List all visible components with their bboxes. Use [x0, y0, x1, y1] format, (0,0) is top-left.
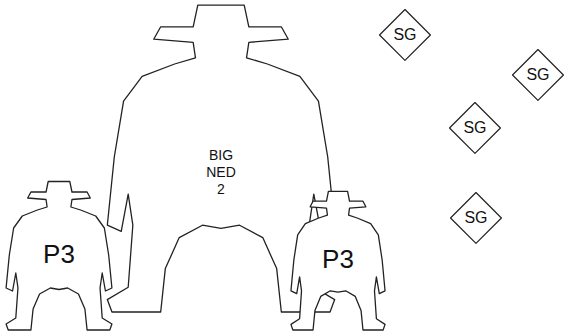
diamond-label: SG: [463, 118, 486, 137]
figure-label: P3: [43, 239, 75, 270]
diamond-label: SG: [464, 208, 487, 227]
figure-label: BIG NED 2: [206, 147, 236, 197]
sg-diamond: SG: [449, 102, 501, 154]
figure-outline: [291, 191, 385, 330]
small-figure: P3: [290, 190, 386, 330]
figure-label: P3: [322, 244, 354, 275]
diamond-outline: [450, 103, 501, 154]
small-figure: P3: [5, 180, 113, 330]
sg-diamond: SG: [379, 9, 431, 61]
sg-diamond: SG: [512, 49, 564, 101]
diamond-outline: [451, 193, 502, 244]
diamond-outline: [380, 10, 431, 61]
diamond-label: SG: [393, 25, 416, 44]
diamond-outline: [513, 50, 564, 101]
figure-outline: [6, 182, 112, 331]
sg-diamond: SG: [450, 192, 502, 244]
diamond-label: SG: [526, 65, 549, 84]
